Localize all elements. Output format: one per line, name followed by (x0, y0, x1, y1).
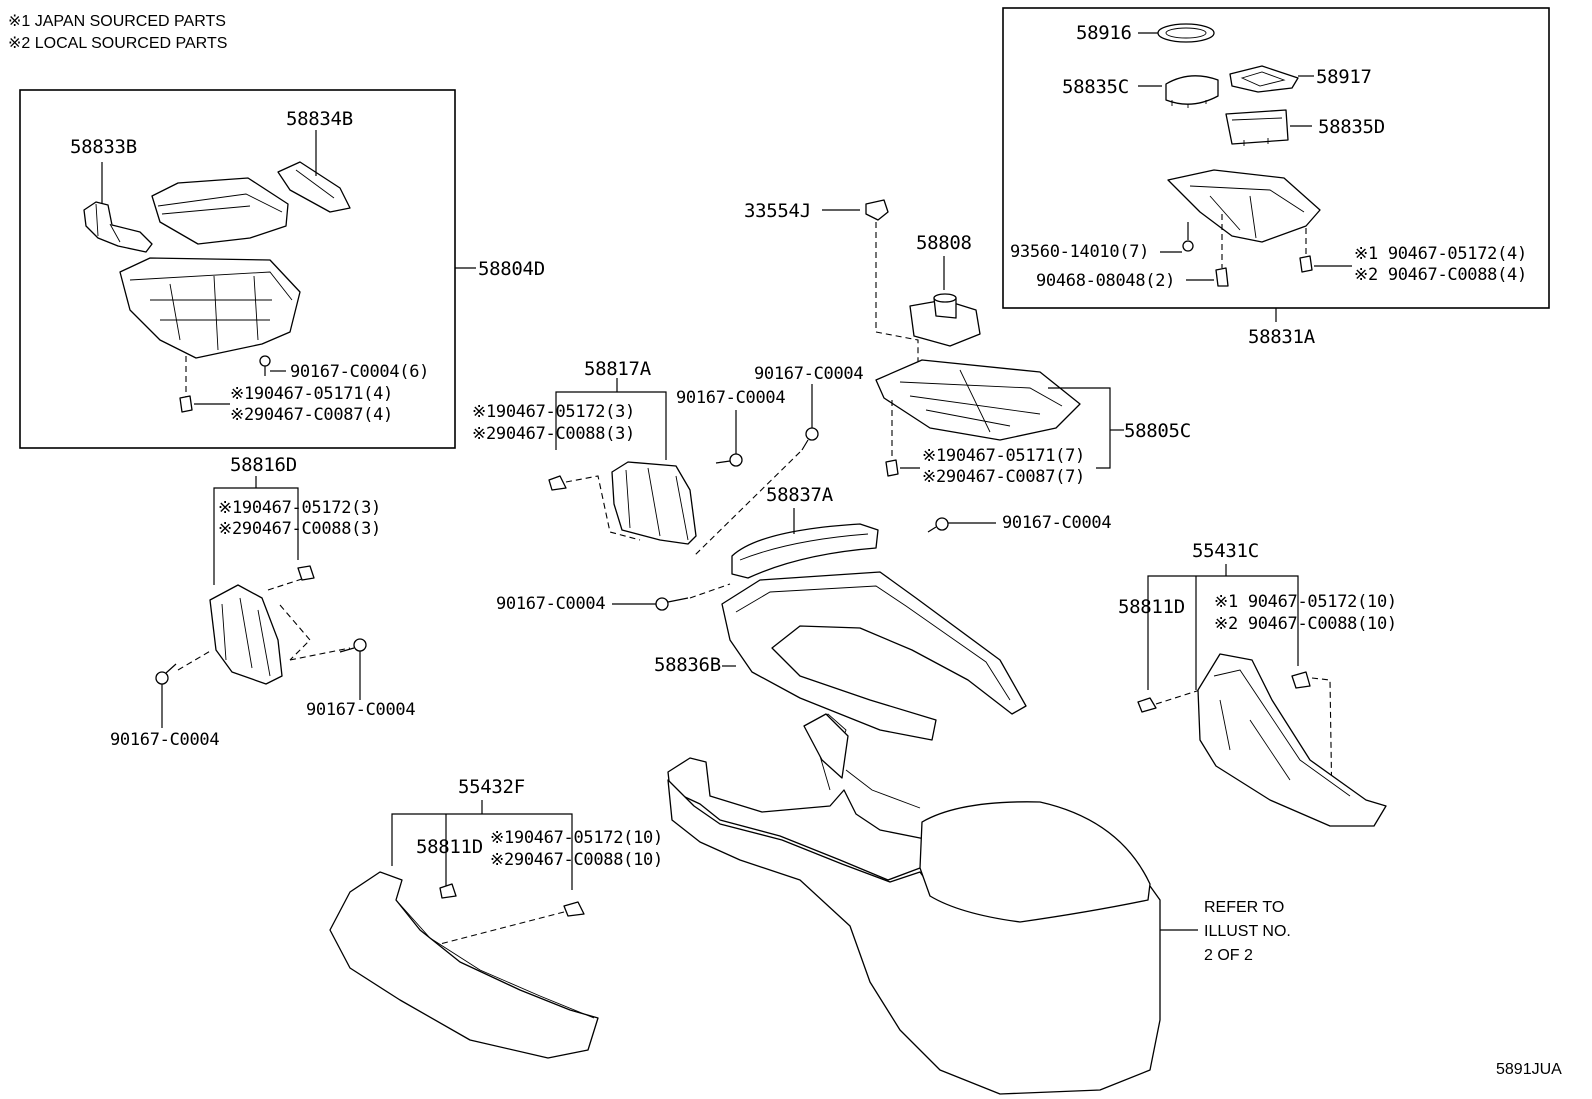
label-33554J[interactable]: 33554J (744, 200, 811, 222)
part-58804D-shape (119, 257, 301, 359)
screw-right-shape (927, 517, 949, 533)
label-55431C-clip2[interactable]: ※2 90467-C0088(10) (1214, 614, 1397, 634)
diagram-id: 5891JUA (1496, 1061, 1562, 1078)
part-55432F-shape (329, 871, 599, 1059)
label-58811D-right[interactable]: 58811D (1118, 596, 1185, 618)
part-58833B-shape (83, 201, 153, 253)
label-58831A-nut[interactable]: 90468-08048(2) (1036, 271, 1176, 291)
label-58816D-screw-b[interactable]: 90167-C0004 (306, 700, 416, 720)
label-58833B[interactable]: 58833B (70, 136, 137, 158)
part-58831A-shape (1167, 169, 1321, 243)
refer-line3: 2 OF 2 (1204, 947, 1253, 964)
screw-58831A-shape (1182, 222, 1194, 252)
label-58816D[interactable]: 58816D (230, 454, 297, 476)
label-58811D-left[interactable]: 58811D (416, 836, 483, 858)
label-55431C-clip1[interactable]: ※1 90467-05172(10) (1214, 592, 1397, 612)
label-58816D-screw-a[interactable]: 90167-C0004 (110, 730, 220, 750)
part-58835D-shape (1225, 109, 1289, 146)
screw-58816D-b-shape (339, 638, 367, 653)
clip-55432F-shape (563, 901, 585, 917)
clip-58816D-shape (297, 565, 315, 581)
label-58831A-screw[interactable]: 93560-14010(7) (1010, 242, 1150, 262)
label-58805C-clip2[interactable]: ※290467-C0087(7) (922, 467, 1085, 487)
clip-55431C-shape (1291, 671, 1311, 689)
screw-58817A-shape (715, 453, 743, 467)
label-58804D-clip1[interactable]: ※190467-05171(4) (230, 384, 393, 404)
part-58808-shape (909, 293, 981, 347)
label-58817A-clip1[interactable]: ※190467-05172(3) (472, 402, 635, 422)
nut-58831A-shape (1215, 267, 1229, 287)
clip-58811D-right-shape (1137, 697, 1157, 713)
screw-top-center-shape (801, 427, 819, 451)
label-55432F-clip1[interactable]: ※190467-05172(10) (490, 828, 663, 848)
label-screw-left[interactable]: 90167-C0004 (496, 594, 606, 614)
label-58831A-clip2[interactable]: ※2 90467-C0088(4) (1354, 265, 1527, 285)
label-58804D[interactable]: 58804D (478, 258, 545, 280)
center-console-body (667, 713, 1161, 1095)
label-58808[interactable]: 58808 (916, 232, 972, 254)
label-58917[interactable]: 58917 (1316, 66, 1372, 88)
clip-58811D-left-shape (439, 883, 457, 899)
part-58817A-shape (611, 461, 697, 545)
clip-58831A-shape (1299, 255, 1313, 273)
label-55432F[interactable]: 55432F (458, 776, 525, 798)
refer-line1: REFER TO (1204, 899, 1285, 916)
label-58831A[interactable]: 58831A (1248, 326, 1315, 348)
label-screw-right[interactable]: 90167-C0004 (1002, 513, 1112, 533)
label-58834B[interactable]: 58834B (286, 108, 353, 130)
part-58835C-shape (1165, 75, 1219, 108)
part-58816D-shape (209, 584, 283, 685)
part-58836B-shape (721, 571, 1027, 741)
label-58804D-clip2[interactable]: ※290467-C0087(4) (230, 405, 393, 425)
label-58817A-clip2[interactable]: ※290467-C0088(3) (472, 424, 635, 444)
part-58805C-shape (875, 359, 1081, 441)
part-33554J-shape (865, 199, 889, 221)
label-58817A-screw[interactable]: 90167-C0004 (676, 388, 786, 408)
clip-58817A-shape (548, 475, 567, 491)
label-58805C-clip1[interactable]: ※190467-05171(7) (922, 446, 1085, 466)
part-55431C-shape (1197, 653, 1387, 827)
clip-58804D-shape (179, 395, 193, 413)
label-58836B[interactable]: 58836B (654, 654, 721, 676)
part-58837A-shape (731, 523, 879, 579)
label-58835C[interactable]: 58835C (1062, 76, 1129, 98)
screw-left-shape (655, 597, 689, 611)
label-58817A[interactable]: 58817A (584, 358, 651, 380)
label-58831A-clip1[interactable]: ※1 90467-05172(4) (1354, 244, 1527, 264)
label-58916[interactable]: 58916 (1076, 22, 1132, 44)
refer-line2: ILLUST NO. (1204, 923, 1291, 940)
label-58805C[interactable]: 58805C (1124, 420, 1191, 442)
label-58804D-screw[interactable]: 90167-C0004(6) (290, 362, 430, 382)
clip-58805C-shape (885, 459, 899, 477)
note-japan-sourced: ※1 JAPAN SOURCED PARTS (8, 13, 226, 30)
label-55432F-clip2[interactable]: ※290467-C0088(10) (490, 850, 663, 870)
label-58837A[interactable]: 58837A (766, 484, 833, 506)
screw-58816D-a-shape (155, 663, 177, 685)
label-screw-top-center[interactable]: 90167-C0004 (754, 364, 864, 384)
part-58834B-shape (151, 161, 351, 245)
label-58816D-clip1[interactable]: ※190467-05172(3) (218, 498, 381, 518)
note-local-sourced: ※2 LOCAL SOURCED PARTS (8, 35, 228, 52)
box-58804D (19, 89, 456, 449)
label-58816D-clip2[interactable]: ※290467-C0088(3) (218, 519, 381, 539)
part-58917-shape (1229, 65, 1299, 93)
screw-58804D-shape (259, 355, 271, 376)
label-58835D[interactable]: 58835D (1318, 116, 1385, 138)
label-55431C[interactable]: 55431C (1192, 540, 1259, 562)
